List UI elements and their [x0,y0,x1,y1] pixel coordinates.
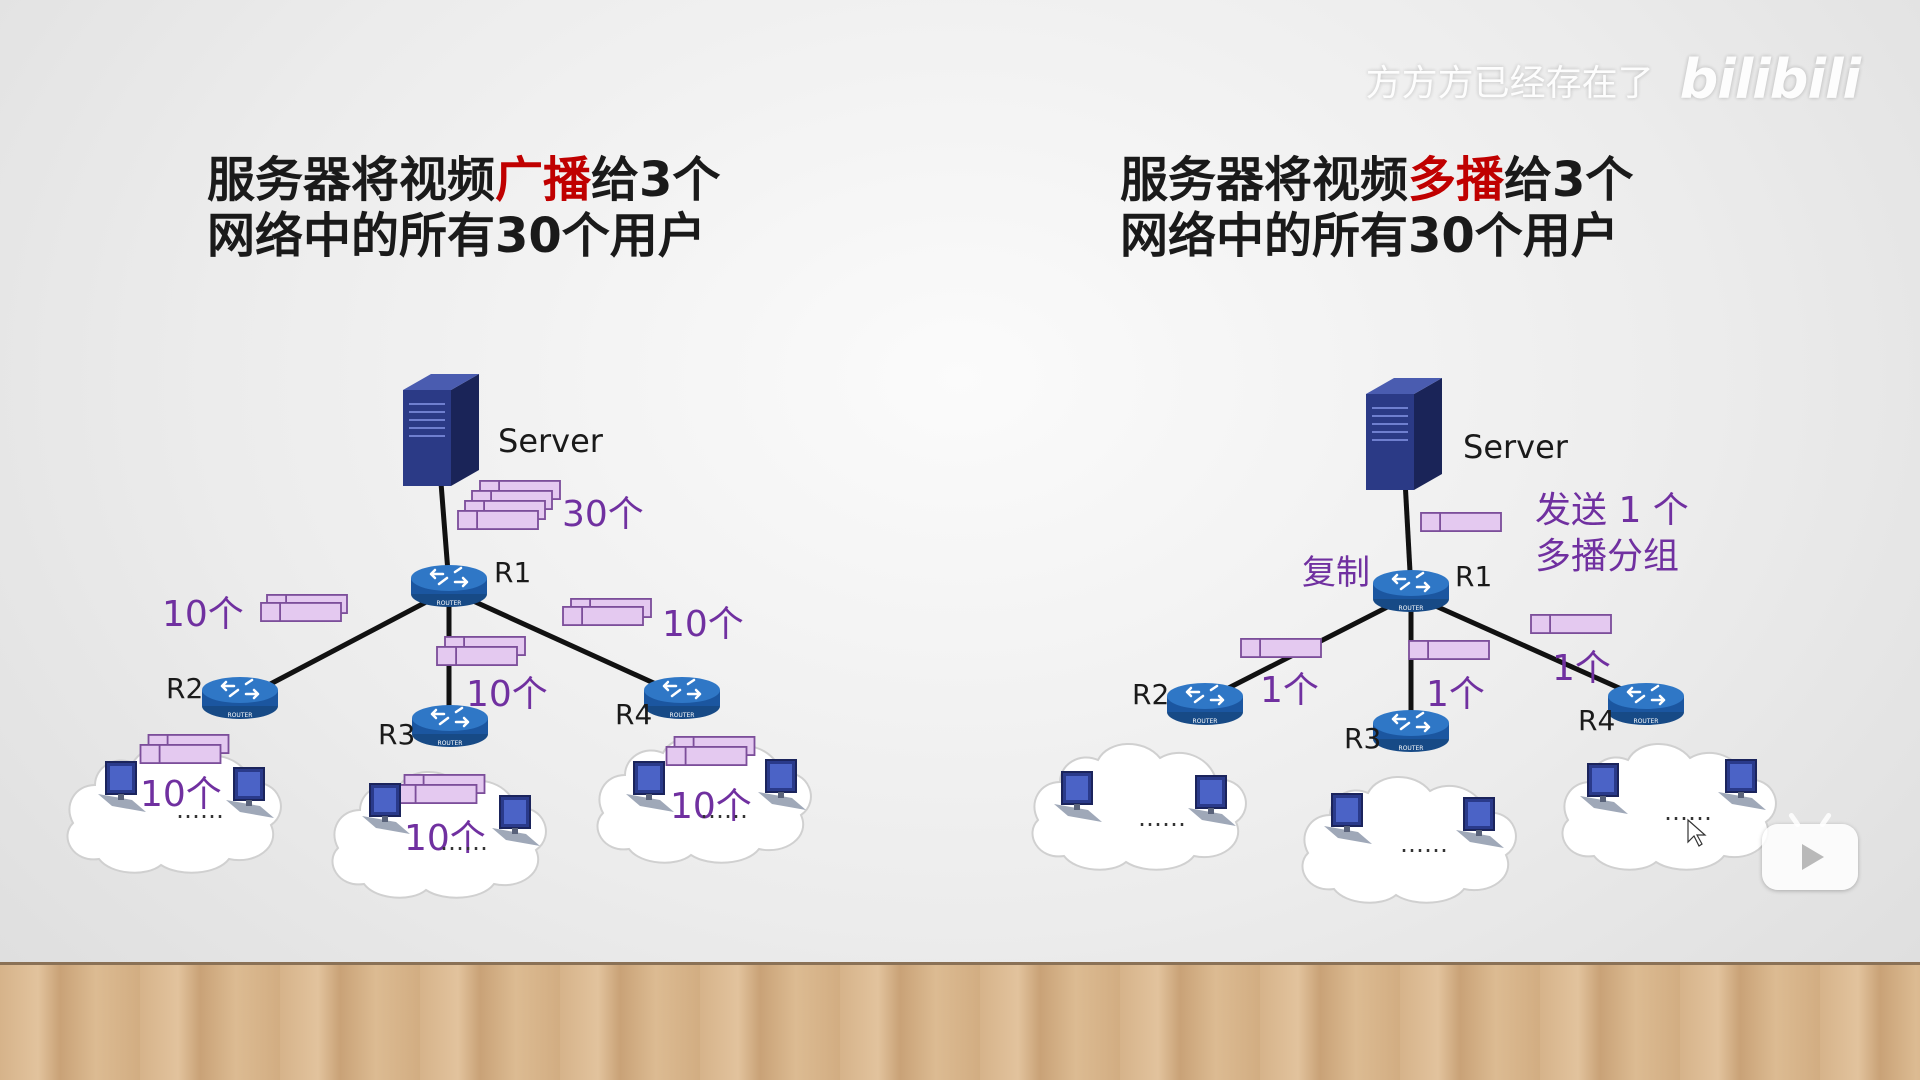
bilibili-logo: bilibili [1679,48,1861,111]
left-count-net3: 10个 [404,818,486,859]
packet-icon [395,784,478,804]
left-net4-content: 10个 …… [625,736,807,827]
right-r1-label: R1 [1455,560,1492,593]
right-count-r3: 1个 [1426,674,1485,715]
packet-icon [139,744,222,764]
router-icon [1165,681,1245,727]
router-icon [642,675,722,721]
left-diagram: Server 30个 R1 R2 R3 R4 10个 [66,373,812,899]
left-heading-post: 给3个 [591,152,721,208]
right-dots-net2: …… [1138,804,1186,832]
router-icon [200,675,280,721]
left-link-r1-r2 [238,587,451,703]
left-count-net2: 10个 [140,774,222,815]
right-r3-label: R3 [1344,722,1381,755]
right-send-note-line1: 发送 1 个 [1535,490,1689,531]
watermark-user: 方方方已经存在了 [1365,62,1654,104]
router-icon [1371,568,1451,614]
server-tower-icon [1365,377,1443,491]
left-dots-net4: …… [700,796,748,824]
packet-icon [1408,640,1490,660]
left-r3-label: R3 [378,718,415,751]
packet-icon [562,606,644,626]
packet-icon [260,602,342,622]
left-count-r1-r3: 10个 [466,674,548,715]
left-server-label: Server [498,422,604,460]
left-count-r1-r2: 10个 [162,594,244,635]
right-count-r2: 1个 [1260,670,1319,711]
right-heading-highlight: 多播 [1408,152,1505,208]
left-link-r1-r4 [447,587,682,698]
left-heading-highlight: 广播 [495,152,592,208]
left-r4-label: R4 [615,698,652,731]
right-server-label: Server [1463,428,1569,466]
left-heading-pre: 服务器将视频 [207,152,496,208]
left-count-r1-r4: 10个 [662,604,744,645]
cursor-icon [1687,818,1707,847]
right-link-r1-r4 [1409,592,1648,703]
right-heading-post: 给3个 [1504,152,1634,208]
router-icon [1371,708,1451,754]
left-heading-line2: 网络中的所有30个用户 [207,208,706,264]
right-dots-net3: …… [1400,830,1448,858]
left-links [238,469,682,720]
left-r1-label: R1 [494,556,531,589]
left-heading: 服务器将视频广播给3个 网络中的所有30个用户 [207,152,720,264]
packet-icon [436,646,518,666]
left-server-packets [457,480,561,530]
right-net2-content: …… [1053,771,1237,832]
server-tower-icon [402,373,480,487]
left-packets-r3 [436,636,526,666]
wood-floor [0,962,1920,1080]
router-icon [1606,681,1686,727]
right-send-note-line2: 多播分组 [1535,536,1679,577]
left-net3-content: 10个 …… [361,774,541,859]
watermark: 方方方已经存在了 bilibili [1365,48,1861,111]
right-diagram: Server 发送 1 个 多播分组 复制 R1 R2 R3 R4 1个 1个 … [1031,377,1777,904]
packet-icon [1240,638,1322,658]
right-count-r4: 1个 [1552,648,1611,689]
left-dots-net3: …… [440,828,488,856]
right-r2-label: R2 [1132,678,1169,711]
play-button-icon[interactable] [1762,824,1858,890]
right-r4-label: R4 [1578,704,1615,737]
router-icon [409,563,489,609]
left-r2-label: R2 [166,672,203,705]
left-dots-net2: …… [176,796,224,824]
right-heading-pre: 服务器将视频 [1120,152,1409,208]
left-packets-r2 [260,594,348,622]
packet-icon [665,746,748,766]
packet-icon [1530,614,1612,634]
right-copy-label: 复制 [1302,553,1370,593]
left-count-server: 30个 [562,494,644,535]
play-triangle-icon [1802,844,1824,870]
right-net3-content: …… [1323,793,1505,858]
packet-icon [457,510,539,530]
right-heading: 服务器将视频多播给3个 网络中的所有30个用户 [1120,152,1633,264]
packet-icon [1420,512,1502,532]
right-heading-line2: 网络中的所有30个用户 [1120,208,1619,264]
left-packets-r4 [562,598,652,626]
left-net2-content: 10个 …… [97,734,275,824]
left-count-net4: 10个 [670,786,752,827]
